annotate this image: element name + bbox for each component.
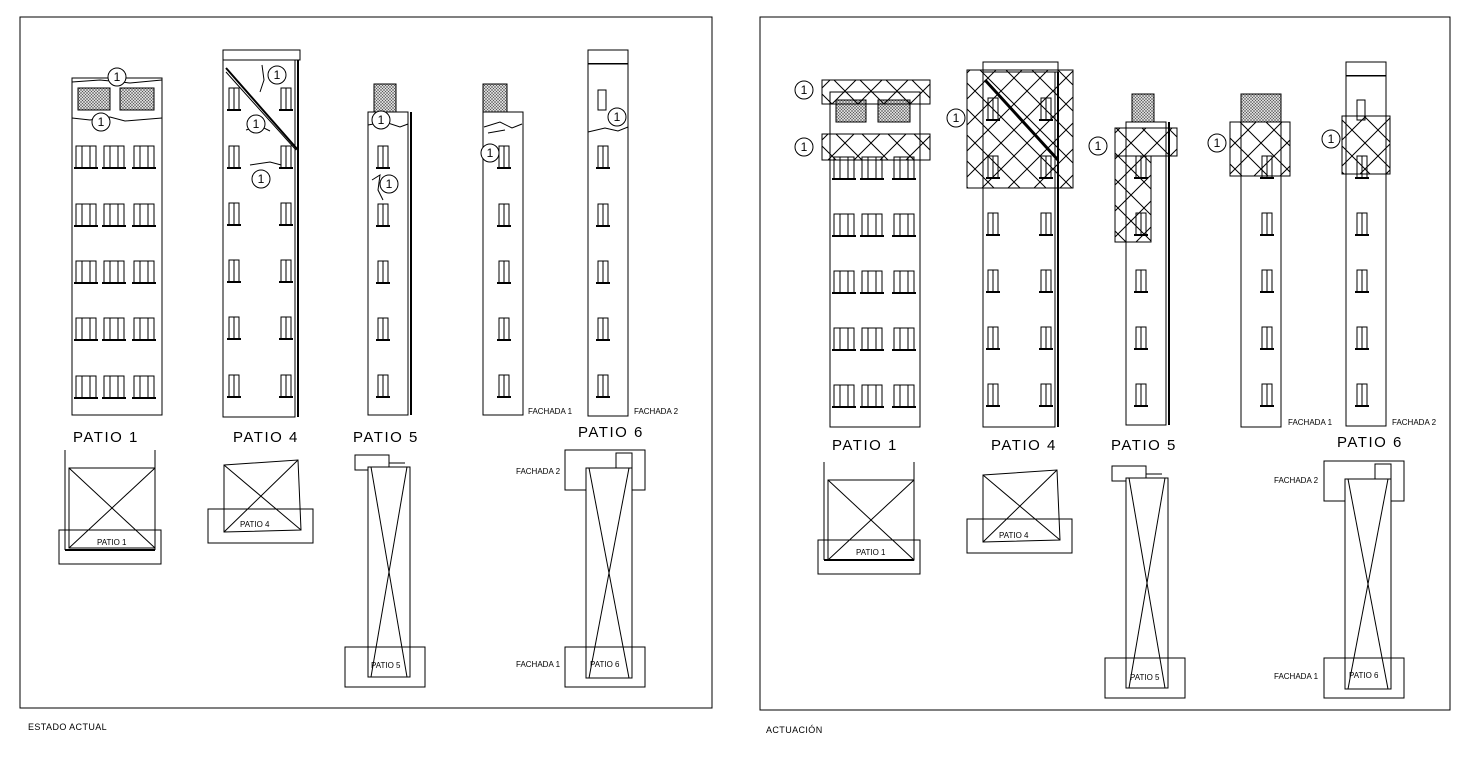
plan-patio-6: PATIO 6 FACHADA 2 FACHADA 1 [516,449,646,688]
elevation-patio-4: 1 [946,61,1074,428]
svg-text:1: 1 [114,70,121,84]
elevation-patio-5: 1 1 [367,83,412,416]
damage-marker: 1 [946,108,966,128]
plan-patio-4: PATIO 4 [207,459,314,544]
svg-text:FACHADA 2: FACHADA 2 [516,467,561,476]
damage-marker: 1 [1321,129,1341,149]
svg-text:1: 1 [1095,139,1102,153]
damage-marker: 1 [91,112,111,132]
svg-text:PATIO 4: PATIO 4 [240,520,270,529]
damage-marker: 1 [379,174,399,194]
svg-text:PATIO 4: PATIO 4 [999,531,1029,540]
svg-text:1: 1 [801,140,808,154]
damage-marker: 1 [267,65,287,85]
panel-estado-actual: 1 1 PATIO 1 1 [19,16,713,732]
svg-text:1: 1 [386,177,393,191]
plan-patio-1: PATIO 1 [58,450,162,565]
repair-zone-hatch [1341,115,1391,175]
elevation-label: PATIO 6 [578,424,644,441]
elevation-label: PATIO 4 [233,429,299,446]
panel-caption: ESTADO ACTUAL [28,722,107,732]
repair-zone-hatch [1114,127,1178,157]
damage-marker: 1 [607,107,627,127]
svg-text:1: 1 [614,110,621,124]
plan-patio-5: PATIO 5 [1104,465,1186,699]
facade-label: FACHADA 2 [1392,418,1437,427]
damage-marker: 1 [371,110,391,130]
panel-frame [19,16,713,709]
svg-text:1: 1 [378,113,385,127]
plan-patio-5: PATIO 5 [344,454,426,688]
elevation-patio-6-fachada-2: 1 [1321,61,1391,427]
svg-text:FACHADA 2: FACHADA 2 [1274,476,1319,485]
svg-text:1: 1 [253,117,260,131]
damage-marker: 1 [1207,133,1227,153]
svg-text:FACHADA 1: FACHADA 1 [516,660,561,669]
facade-label: FACHADA 1 [1288,418,1333,427]
svg-text:PATIO 1: PATIO 1 [97,538,127,547]
elevation-patio-6-fachada-1: 1 [1207,93,1291,428]
elevation-label: PATIO 4 [991,437,1057,454]
damage-marker: 1 [246,114,266,134]
elevation-patio-5: 1 [1088,93,1178,426]
svg-text:1: 1 [1214,136,1221,150]
elevation-label: PATIO 1 [73,429,139,446]
damage-marker: 1 [794,137,814,157]
svg-text:PATIO 5: PATIO 5 [371,661,401,670]
elevation-label: PATIO 5 [1111,437,1177,454]
plan-patio-6: PATIO 6 FACHADA 2 FACHADA 1 [1274,460,1405,699]
elevation-patio-1: 1 1 [71,67,163,416]
svg-text:1: 1 [1328,132,1335,146]
svg-text:PATIO 1: PATIO 1 [856,548,886,557]
svg-text:1: 1 [953,111,960,125]
panel-caption: ACTUACIÓN [766,725,823,735]
elevation-label: PATIO 5 [353,429,419,446]
svg-text:FACHADA 1: FACHADA 1 [1274,672,1319,681]
elevation-patio-4: 1 1 1 [222,49,301,418]
elevation-label: PATIO 1 [832,437,898,454]
damage-marker: 1 [107,67,127,87]
svg-text:PATIO 5: PATIO 5 [1130,673,1160,682]
damage-marker: 1 [251,169,271,189]
svg-text:1: 1 [274,68,281,82]
svg-text:1: 1 [487,146,494,160]
damage-marker: 1 [794,80,814,100]
facade-label: FACHADA 2 [634,407,679,416]
repair-zone-hatch [1114,155,1152,243]
svg-text:1: 1 [258,172,265,186]
plan-patio-4: PATIO 4 [966,469,1073,554]
panel-frame [759,16,1451,711]
svg-text:PATIO 6: PATIO 6 [590,660,620,669]
plan-patio-1: PATIO 1 [817,462,921,575]
repair-zone-hatch [821,133,931,161]
damage-marker: 1 [480,143,500,163]
elevation-patio-6-fachada-1: 1 [480,83,524,416]
elevation-label: PATIO 6 [1337,434,1403,451]
damage-marker: 1 [1088,136,1108,156]
repair-zone-hatch [1229,121,1291,177]
elevation-patio-1: 1 1 [794,79,931,428]
svg-text:PATIO 6: PATIO 6 [1349,671,1379,680]
repair-zone-hatch [821,79,931,105]
panel-actuacion: 1 1 PATIO 1 1 PATIO 4 [759,16,1451,735]
repair-zone-hatch [966,69,1074,189]
facade-label: FACHADA 1 [528,407,573,416]
svg-text:1: 1 [98,115,105,129]
elevation-patio-6-fachada-2: 1 [587,49,629,417]
svg-text:1: 1 [801,83,808,97]
